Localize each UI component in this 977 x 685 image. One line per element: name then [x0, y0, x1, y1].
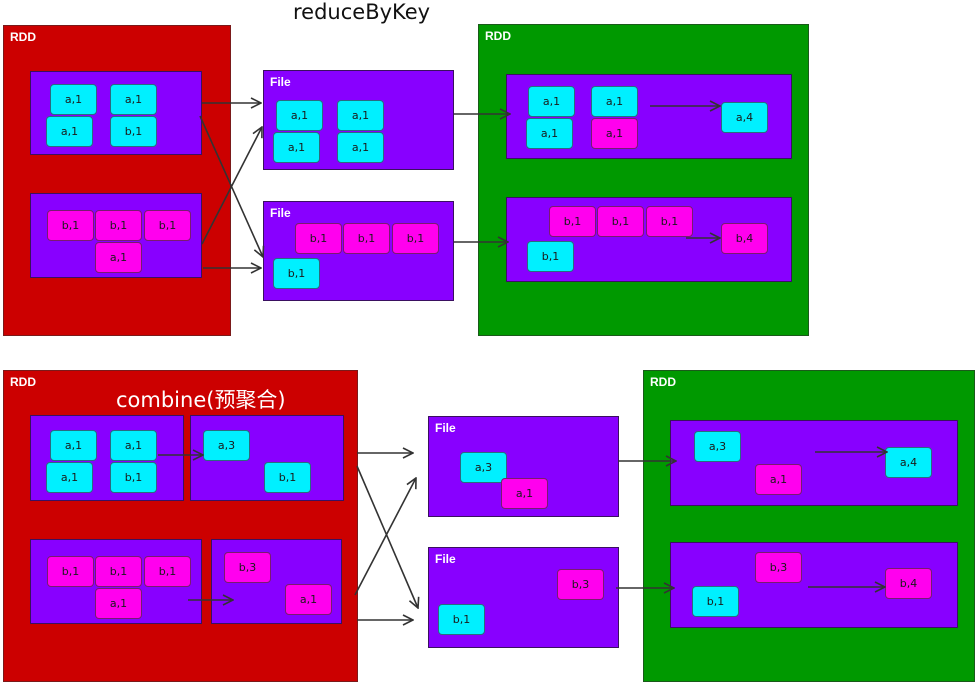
- file-label: File: [435, 552, 456, 566]
- kv-token: b,1: [646, 206, 693, 237]
- kv-token: a,1: [337, 132, 384, 163]
- kv-token: b,3: [557, 569, 604, 600]
- bottom-source-partition-1: a,1 a,1 a,1 b,1: [30, 415, 184, 501]
- kv-token: a,1: [591, 86, 638, 117]
- kv-token: b,1: [264, 462, 311, 493]
- kv-token: b,1: [692, 586, 739, 617]
- top-shuffle-file-1: File a,1 a,1 a,1 a,1: [263, 70, 454, 170]
- kv-token: b,1: [273, 258, 320, 289]
- kv-token: b,3: [224, 552, 271, 583]
- kv-token: b,1: [549, 206, 596, 237]
- kv-token: a,3: [694, 431, 741, 462]
- rdd-label: RDD: [10, 375, 36, 389]
- kv-token: b,1: [597, 206, 644, 237]
- top-target-rdd: RDD: [478, 24, 809, 336]
- kv-token: b,1: [295, 223, 342, 254]
- bottom-shuffle-file-1: File a,3 a,1: [428, 416, 619, 517]
- kv-token: a,1: [285, 584, 332, 615]
- kv-token: a,1: [755, 464, 802, 495]
- combine-title: combine(预聚合): [116, 388, 286, 412]
- kv-token: b,1: [144, 210, 191, 241]
- file-label: File: [435, 421, 456, 435]
- kv-token: b,1: [47, 210, 94, 241]
- rdd-label: RDD: [650, 375, 676, 389]
- kv-token: b,1: [144, 556, 191, 587]
- kv-token: a,1: [501, 478, 548, 509]
- kv-token: a,3: [203, 430, 250, 461]
- kv-token: b,1: [95, 556, 142, 587]
- kv-token: b,1: [438, 604, 485, 635]
- top-shuffle-file-2: File b,1 b,1 b,1 b,1: [263, 201, 454, 301]
- kv-token: a,1: [46, 462, 93, 493]
- bottom-combined-partition-1: a,3 b,1: [190, 415, 344, 501]
- kv-token: a,1: [50, 430, 97, 461]
- rdd-label: RDD: [485, 29, 511, 43]
- kv-result-token: b,4: [885, 568, 932, 599]
- top-source-partition-2: b,1 b,1 b,1 a,1: [30, 193, 202, 278]
- kv-token: b,1: [110, 116, 157, 147]
- kv-token: a,1: [337, 100, 384, 131]
- kv-token: a,1: [528, 86, 575, 117]
- kv-token: a,1: [276, 100, 323, 131]
- kv-token: b,1: [343, 223, 390, 254]
- bottom-source-partition-2: b,1 b,1 b,1 a,1: [30, 539, 202, 624]
- file-label: File: [270, 206, 291, 220]
- kv-token: b,1: [392, 223, 439, 254]
- kv-token: b,1: [47, 556, 94, 587]
- kv-token: a,1: [273, 132, 320, 163]
- arrow: [354, 478, 416, 596]
- kv-token: a,1: [50, 84, 97, 115]
- kv-token: b,1: [95, 210, 142, 241]
- kv-token: b,1: [110, 462, 157, 493]
- kv-result-token: a,4: [721, 102, 768, 133]
- file-label: File: [270, 75, 291, 89]
- arrow: [356, 465, 418, 608]
- bottom-shuffle-file-2: File b,3 b,1: [428, 547, 619, 648]
- top-target-partition-1: a,1 a,1 a,1 a,1 a,4: [506, 74, 792, 159]
- top-source-partition-1: a,1 a,1 a,1 b,1: [30, 71, 202, 155]
- rdd-label: RDD: [10, 30, 36, 44]
- top-target-partition-2: b,1 b,1 b,1 b,1 b,4: [506, 197, 792, 282]
- kv-token: a,1: [526, 118, 573, 149]
- kv-token: a,1: [110, 84, 157, 115]
- kv-token: b,3: [755, 552, 802, 583]
- bottom-target-partition-1: a,3 a,1 a,4: [670, 420, 958, 506]
- kv-token: a,1: [95, 242, 142, 273]
- kv-token: a,3: [460, 452, 507, 483]
- kv-token: a,1: [110, 430, 157, 461]
- reducebykey-title: reduceByKey: [293, 0, 431, 24]
- kv-result-token: a,4: [885, 447, 932, 478]
- bottom-target-partition-2: b,3 b,1 b,4: [670, 542, 958, 628]
- bottom-combined-partition-2: b,3 a,1: [211, 539, 342, 624]
- kv-token: a,1: [95, 588, 142, 619]
- kv-token: a,1: [591, 118, 638, 149]
- kv-token: a,1: [46, 116, 93, 147]
- kv-result-token: b,4: [721, 223, 768, 254]
- kv-token: b,1: [527, 241, 574, 272]
- bottom-target-rdd: RDD: [643, 370, 975, 682]
